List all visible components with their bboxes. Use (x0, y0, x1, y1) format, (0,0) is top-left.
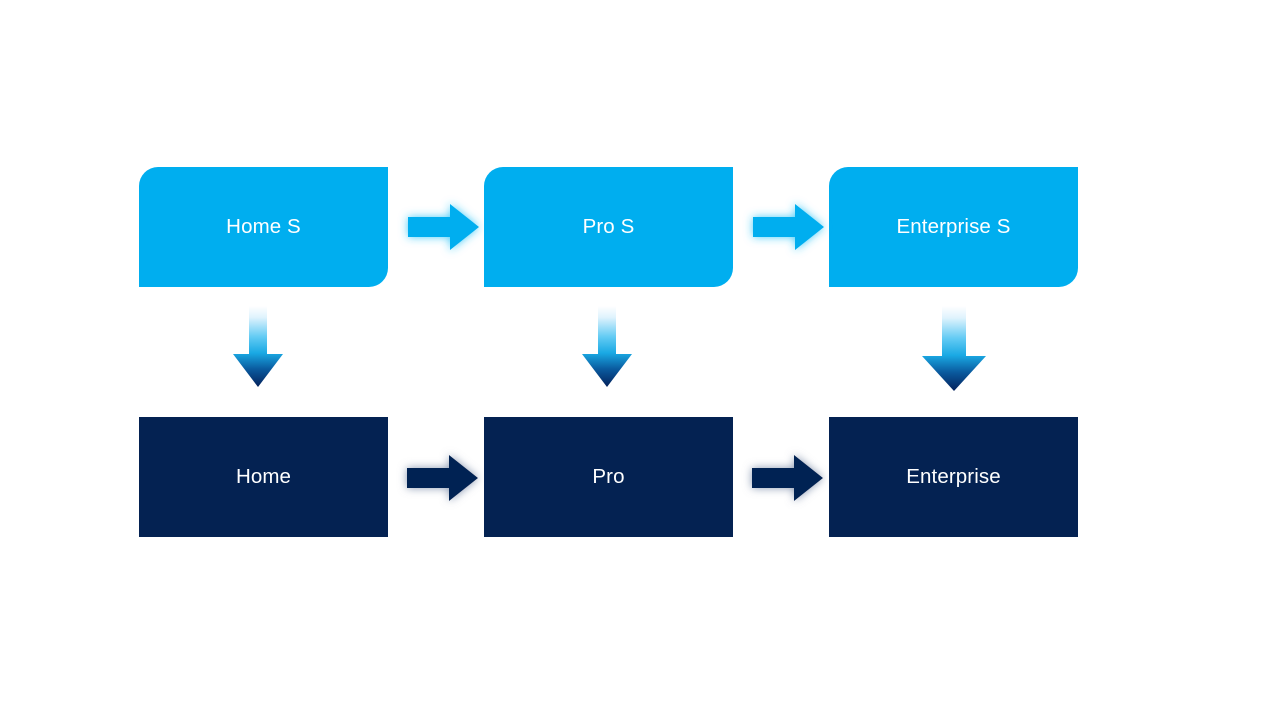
node-pro-s-label: Pro S (582, 214, 635, 238)
node-enterprise-s-label: Enterprise S (896, 214, 1011, 238)
node-enterprise[interactable]: Enterprise (829, 417, 1078, 537)
node-pro-s[interactable]: Pro S (484, 167, 733, 287)
arrow-right-icon-pro-to-enterprise (752, 454, 824, 502)
arrow-down-icon-home-s-to-home (232, 306, 284, 388)
node-home-s-label: Home S (226, 214, 301, 238)
arrow-right-icon-home-to-pro (407, 454, 479, 502)
node-pro-label: Pro (592, 464, 625, 488)
arrow-down-icon-pro-s-to-pro (581, 306, 633, 388)
node-home-s[interactable]: Home S (139, 167, 388, 287)
arrow-right-icon-pro-s-to-enterprise-s (753, 203, 825, 251)
node-home[interactable]: Home (139, 417, 388, 537)
arrow-down-icon-enterprise-s-to-enterprise (921, 306, 987, 392)
node-enterprise-label: Enterprise (906, 464, 1001, 488)
node-pro[interactable]: Pro (484, 417, 733, 537)
node-enterprise-s[interactable]: Enterprise S (829, 167, 1078, 287)
node-home-label: Home (235, 464, 292, 488)
arrow-right-icon-home-s-to-pro-s (408, 203, 480, 251)
